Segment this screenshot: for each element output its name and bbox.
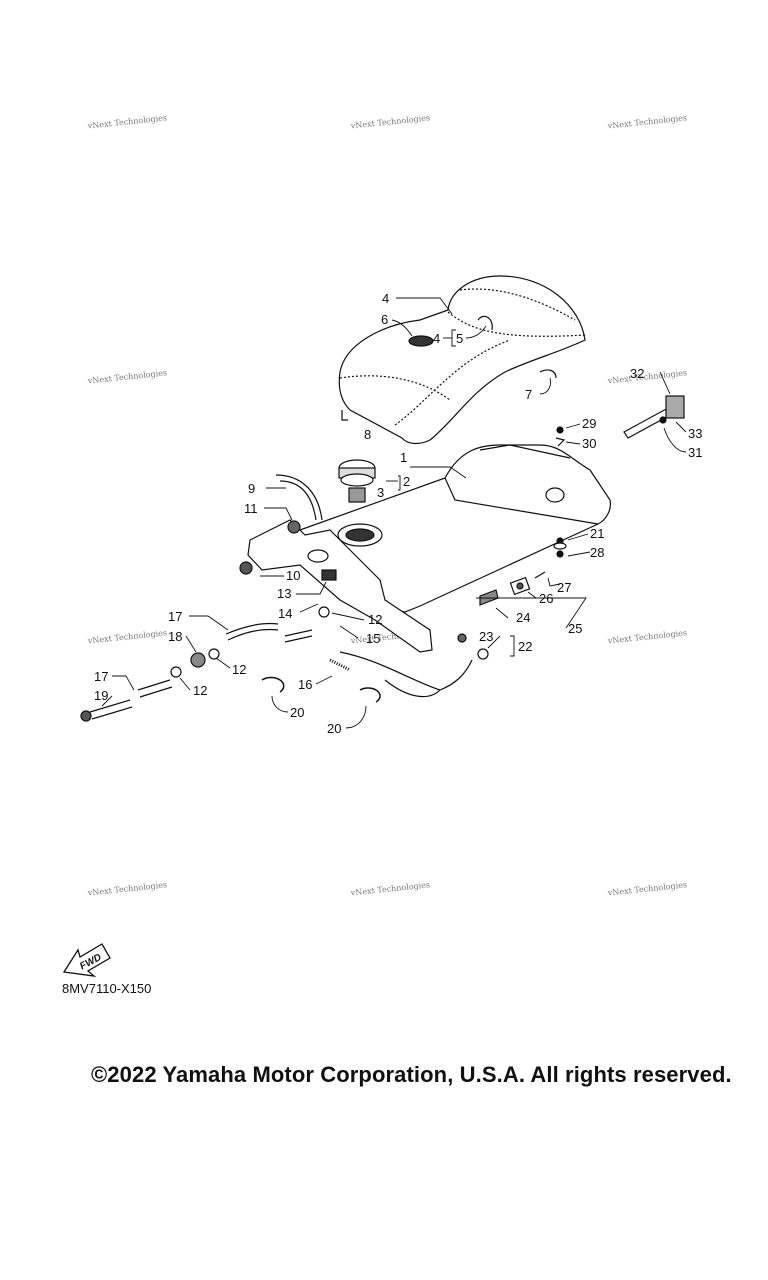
callout-15: 15: [366, 631, 380, 646]
callout-1: 1: [400, 450, 407, 465]
callout-26: 26: [539, 591, 553, 606]
callout-19: 19: [94, 688, 108, 703]
filler-cap: [338, 459, 376, 503]
watermark-text: vNext Technologies: [606, 628, 687, 645]
copyright-notice: ©2022 Yamaha Motor Corporation, U.S.A. A…: [91, 1062, 732, 1087]
callout-12a: 12: [368, 612, 382, 627]
callout-20a: 20: [290, 705, 304, 720]
callout-33: 33: [688, 426, 702, 441]
callout-25: 25: [568, 621, 582, 636]
watermark-text: vNext Technologies: [349, 113, 430, 130]
fwd-arrow-icon: FWD: [62, 943, 111, 977]
watermark-text: vNext Technologies: [606, 113, 687, 130]
callout-20b: 20: [327, 721, 341, 736]
callout-23: 23: [479, 629, 493, 644]
seat: [338, 275, 586, 445]
callout-13: 13: [277, 586, 291, 601]
callout-3: 3: [377, 485, 384, 500]
watermark-text: vNext Technologies: [86, 880, 167, 897]
callout-11: 11: [244, 501, 258, 516]
callout-5: 5: [456, 331, 463, 346]
callout-4: 4: [382, 291, 389, 306]
callout-4b: 4: [433, 331, 440, 346]
callout-12c: 12: [193, 683, 207, 698]
callout-10: 10: [286, 568, 300, 583]
watermark-text: vNext Technologies: [86, 368, 167, 385]
watermark-text: vNext Technologies: [349, 880, 430, 897]
callout-12b: 12: [232, 662, 246, 677]
watermark-text: vNext Technologies: [86, 628, 167, 645]
callout-labels: 1 2 3 4 4 5 6 7 8 9 10 11 12 12 12 12 13…: [94, 291, 702, 736]
callout-6: 6: [381, 312, 388, 327]
callout-28: 28: [590, 545, 604, 560]
callout-8: 8: [364, 427, 371, 442]
fittings: [80, 426, 567, 722]
callout-24: 24: [516, 610, 530, 625]
watermark-text: vNext Technologies: [86, 113, 167, 130]
callout-30: 30: [582, 436, 596, 451]
callout-14: 14: [278, 606, 292, 621]
callout-17a: 17: [168, 609, 182, 624]
callout-21: 21: [590, 526, 604, 541]
callout-32: 32: [630, 366, 644, 381]
watermark-text: vNext Technologies: [606, 880, 687, 897]
sensor-assembly: [623, 395, 685, 439]
callout-16: 16: [298, 677, 312, 692]
callout-27: 27: [557, 580, 571, 595]
callout-2: 2: [403, 474, 410, 489]
part-code: 8MV7110-X150: [62, 981, 152, 996]
callout-7: 7: [525, 387, 532, 402]
hoses: [89, 474, 323, 720]
fuel-sender: [329, 571, 546, 698]
callout-17b: 17: [94, 669, 108, 684]
callout-31: 31: [688, 445, 702, 460]
leader-lines: [101, 297, 687, 729]
callout-9: 9: [248, 481, 255, 496]
watermark-text: vNext Technologies: [606, 368, 687, 385]
callout-29: 29: [582, 416, 596, 431]
front-bracket: [247, 519, 433, 653]
hose-clips: [261, 676, 381, 703]
callout-22: 22: [518, 639, 532, 654]
callout-18: 18: [168, 629, 182, 644]
